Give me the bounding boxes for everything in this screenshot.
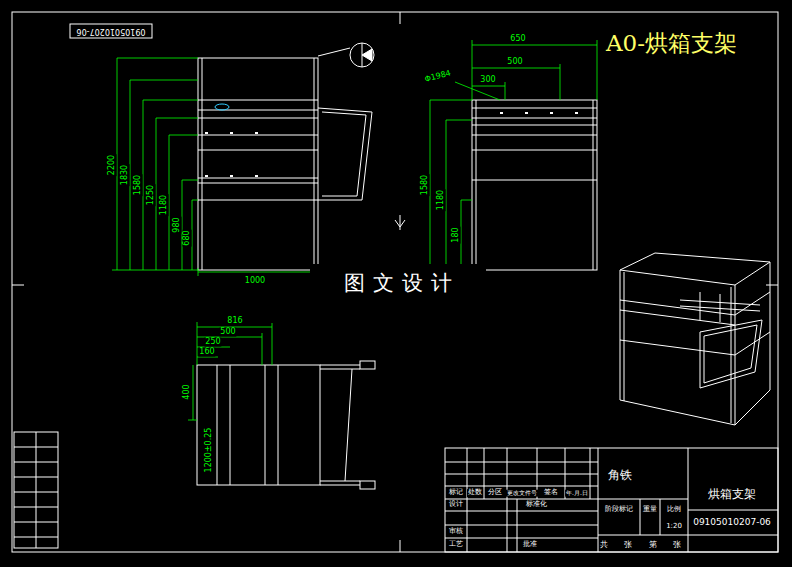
title-block-cell: 比例 (666, 506, 682, 514)
title-block-cell: 签名 (543, 489, 559, 497)
dimension-text: Φ1984 (423, 69, 453, 85)
dimension-text: 680 (183, 229, 192, 246)
title-block-cell: 更改文件号 (506, 490, 538, 497)
drawing-number: 09105010207-06 (75, 27, 146, 36)
dimension-text: 1180 (160, 194, 169, 216)
title-block-cell: 共 (599, 541, 609, 550)
title-block-cell: 重量 (642, 506, 658, 514)
dimension-text: 1250 (147, 184, 156, 206)
drawing-number: 09105010207-06 (692, 518, 772, 528)
scale-cell: 1:20 (665, 523, 683, 531)
dimension-text: 980 (173, 216, 182, 233)
dimension-text: 816 (226, 317, 243, 326)
dimension-text: 1000 (244, 277, 266, 286)
title-block-cell: 审核 (448, 528, 464, 536)
title-block-cell: 工艺 (448, 541, 464, 549)
dimension-text: 650 (509, 35, 526, 44)
title-block-cell: 标准化 (525, 501, 548, 509)
dimension-text: 160 (198, 348, 215, 357)
dimension-text: 500 (219, 328, 236, 337)
material-cell: 角铁 (607, 469, 633, 482)
title-block-cell: 处数 (467, 489, 483, 497)
dimension-text: 1580 (134, 174, 143, 196)
title-block-cell: 阶段标记 (604, 506, 634, 514)
title-block-cell: 标记 (448, 489, 464, 497)
dimension-text: 1200±0.25 (205, 427, 214, 474)
dimension-text: 250 (204, 338, 221, 347)
part-name-cell: 烘箱支架 (707, 488, 757, 501)
dimension-text: 1580 (421, 174, 430, 196)
sheet-title: A0-烘箱支架 (604, 28, 739, 59)
title-block-cell: 分区 (487, 489, 503, 497)
dimension-text: 400 (183, 383, 192, 400)
title-block-cell: 第 (648, 541, 658, 550)
dimension-text: 1830 (121, 164, 130, 186)
dimension-text: 180 (452, 226, 461, 243)
dimension-text: 500 (506, 58, 523, 67)
dimension-text: 1180 (437, 189, 446, 211)
watermark: 图文设计 (336, 272, 460, 295)
dimension-text: 2200 (108, 154, 117, 176)
title-block-cell: 设计 (448, 501, 464, 509)
title-block-cell: 张 (672, 541, 682, 550)
title-block-cell: 张 (623, 541, 633, 550)
title-block-cell: 批准 (522, 541, 538, 549)
dimension-text: 300 (479, 76, 496, 85)
title-block-cell: 年.月.日 (565, 490, 589, 497)
